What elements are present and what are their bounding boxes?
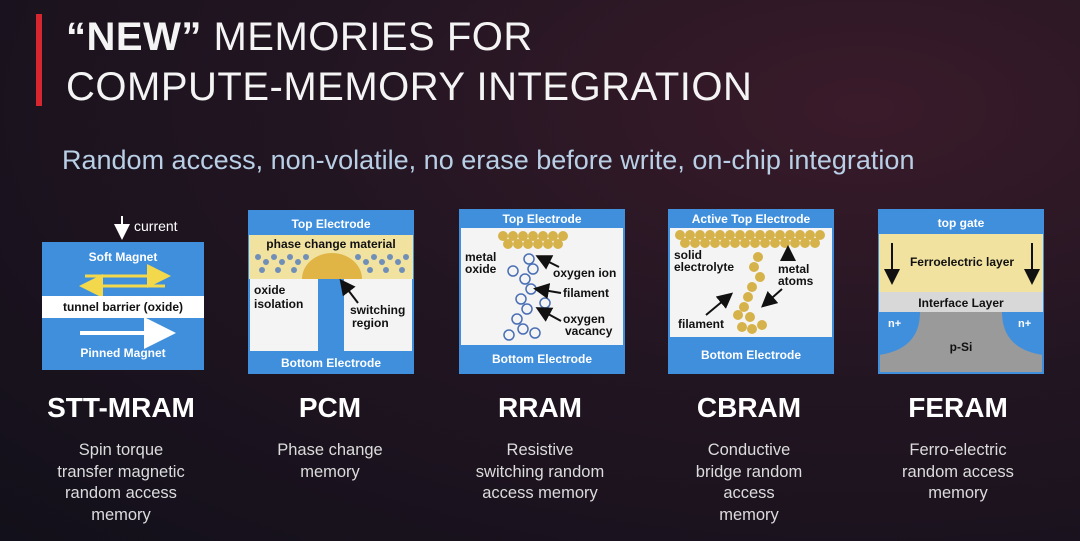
tunnel-barrier-label: tunnel barrier (oxide) [63, 300, 183, 314]
rram-diagram: Top Electrode Bottom Electrode metal oxi… [459, 209, 625, 379]
accent-bar [36, 14, 42, 106]
isolation-label: isolation [254, 297, 303, 311]
oxide-label: oxide [254, 283, 286, 297]
cbram-name: CBRAM [696, 392, 802, 423]
metal-label: metal [465, 250, 496, 264]
rram-top-electrode-label: Top Electrode [502, 212, 581, 226]
soft-magnet-label: Soft Magnet [89, 250, 158, 264]
pcm-name: PCM [298, 392, 362, 423]
pcm-top-electrode-label: Top Electrode [291, 217, 370, 231]
pinned-magnet-label: Pinned Magnet [80, 346, 165, 360]
feram-name: FERAM [908, 392, 1008, 423]
rram-name: RRAM [498, 392, 582, 423]
subtitle: Random access, non-volatile, no erase be… [62, 145, 915, 175]
interface-layer-label: Interface Layer [918, 296, 1004, 310]
pcm-diagram: Top Electrode phase change material Bott… [248, 210, 414, 379]
top-gate-label: top gate [938, 216, 985, 230]
stt-mram-name: STT-MRAM [47, 392, 195, 423]
vacancy-label: vacancy [565, 324, 613, 338]
rram-bottom-electrode-label: Bottom Electrode [492, 352, 592, 366]
oxygen-label: oxygen [563, 312, 605, 326]
filament-label: filament [563, 286, 609, 300]
oxygen-ion-label: oxygen ion [553, 266, 616, 280]
filament-label: filament [678, 317, 724, 331]
page-title-line-2: COMPUTE-MEMORY INTEGRATION [66, 65, 753, 109]
stt-mram-diagram: current Soft Magnet tunnel barrier (oxid… [40, 212, 208, 379]
page-title-line-1: “NEW” MEMORIES FOR [66, 15, 533, 59]
pcm-bottom-electrode-label: Bottom Electrode [281, 356, 381, 370]
electrolyte-label: electrolyte [674, 260, 734, 274]
switching-label: switching [350, 303, 405, 317]
p-si-label: p-Si [950, 340, 973, 354]
cbram-diagram: Active Top Electrode Bottom Electrode so… [668, 209, 834, 379]
feram-diagram: top gate Ferroelectric layer Interface L… [878, 209, 1044, 379]
solid-label: solid [674, 248, 702, 262]
cbram-top-electrode-label: Active Top Electrode [692, 212, 811, 226]
metal-atoms-label-1: metal [778, 262, 809, 276]
ferroelectric-layer-label: Ferroelectric layer [910, 255, 1014, 269]
oxide-label: oxide [465, 262, 497, 276]
metal-atoms-label-2: atoms [778, 274, 814, 288]
n-plus-right-label: n+ [1018, 318, 1031, 330]
n-plus-left-label: n+ [888, 318, 901, 330]
phase-change-label: phase change material [266, 237, 395, 251]
region-label: region [352, 316, 389, 330]
current-label: current [134, 218, 178, 234]
cbram-bottom-electrode-label: Bottom Electrode [701, 348, 801, 362]
